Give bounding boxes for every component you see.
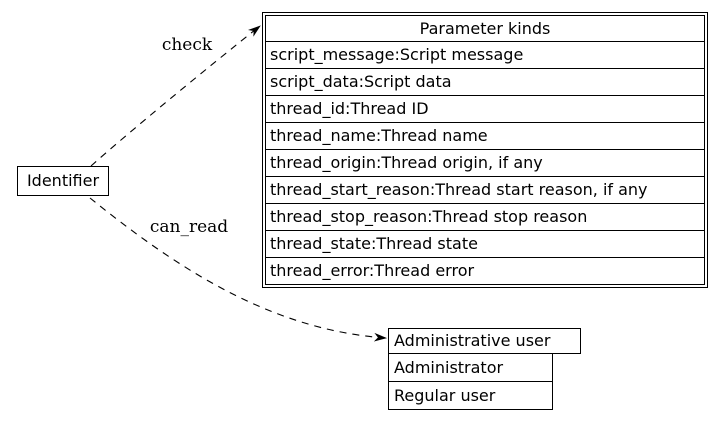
parameter-row-thread-state: thread_state:Thread state (265, 230, 705, 258)
user-row-regular-user: Regular user (388, 381, 553, 410)
node-parameter-kinds: Parameter kinds script_message:Script me… (262, 12, 708, 288)
parameter-row-thread-stop-reason: thread_stop_reason:Thread stop reason (265, 203, 705, 231)
edge-label-check: check (161, 35, 213, 55)
parameter-row-thread-error: thread_error:Thread error (265, 257, 705, 285)
node-identifier: Identifier (17, 166, 109, 196)
parameter-row-script-message: script_message:Script message (265, 41, 705, 69)
edge-can-read-line (89, 197, 388, 342)
parameter-row-thread-name: thread_name:Thread name (265, 122, 705, 150)
user-row-administrator: Administrator (388, 353, 553, 382)
parameter-row-script-data: script_data:Script data (265, 68, 705, 96)
parameter-row-thread-start-reason: thread_start_reason:Thread start reason,… (265, 176, 705, 204)
parameter-row-thread-id: thread_id:Thread ID (265, 95, 705, 123)
edge-label-can-read: can_read (149, 217, 229, 237)
parameter-kinds-title: Parameter kinds (265, 15, 705, 42)
user-kinds-title: Administrative user (388, 328, 581, 354)
parameter-row-thread-origin: thread_origin:Thread origin, if any (265, 149, 705, 177)
